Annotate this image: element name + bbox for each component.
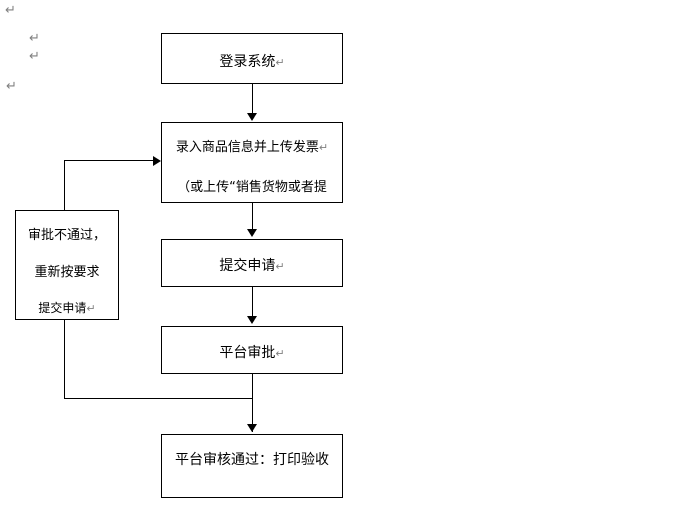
node-submit-application[interactable]: 提交申请↵ [161, 239, 343, 287]
return-mark-icon: ↵ [275, 347, 285, 360]
node-login[interactable]: 登录系统↵ [161, 33, 343, 84]
node-approved-print[interactable]: 平台审核通过：打印验收 [161, 434, 343, 498]
connector-rejected-to-enter-horizontal [64, 160, 154, 161]
node-enter-goods[interactable]: 录入商品信息并上传发票↵ （或上传“销售货物或者提 [161, 122, 343, 203]
paragraph-mark-icon: ↵ [29, 31, 40, 46]
connector-review-to-approved-arrow [247, 424, 257, 432]
connector-review-to-rejected-horizontal [64, 398, 253, 399]
return-mark-icon: ↵ [86, 302, 96, 315]
connector-review-to-approved-line [252, 374, 253, 432]
node-rejected[interactable]: 审批不通过， 重新按要求 提交申请↵ [15, 210, 119, 320]
connector-login-to-enter-arrow [247, 113, 257, 121]
paragraph-mark-icon: ↵ [6, 79, 17, 94]
connector-submit-to-review-line [252, 287, 253, 318]
node-rejected-line2: 重新按要求 [34, 265, 100, 280]
node-approved-print-label: 平台审核通过：打印验收 [175, 452, 329, 468]
return-mark-icon: ↵ [275, 260, 285, 273]
paragraph-mark-icon: ↵ [29, 49, 40, 64]
node-rejected-line1: 审批不通过， [27, 228, 106, 243]
node-platform-review[interactable]: 平台审批↵ [161, 326, 343, 374]
node-enter-goods-line1: 录入商品信息并上传发票↵ [175, 140, 329, 155]
node-rejected-line3: 提交申请↵ [38, 301, 96, 315]
connector-login-to-enter-line [252, 84, 253, 115]
node-platform-review-label: 平台审批↵ [219, 345, 285, 361]
node-login-label: 登录系统↵ [219, 54, 285, 70]
connector-enter-to-submit-line [252, 203, 253, 231]
node-submit-application-label: 提交申请↵ [219, 258, 285, 274]
connector-rejected-to-enter-arrow [153, 156, 161, 166]
connector-enter-to-submit-arrow [247, 229, 257, 237]
node-enter-goods-line2: （或上传“销售货物或者提 [177, 180, 327, 195]
paragraph-mark-icon: ↵ [5, 3, 16, 18]
connector-submit-to-review-arrow [247, 316, 257, 324]
return-mark-icon: ↵ [275, 56, 285, 69]
return-mark-icon: ↵ [318, 141, 329, 154]
